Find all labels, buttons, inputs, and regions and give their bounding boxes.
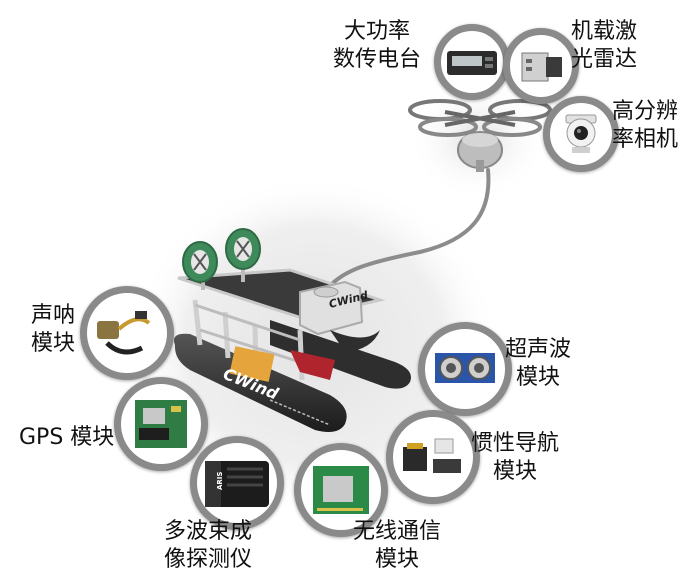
radio-modem-icon [447, 51, 497, 75]
label-camera: 高分辨 率相机 [612, 98, 678, 154]
unmanned-boat: CWind CWind [174, 228, 411, 432]
label-lidar-line1: 机载激 [571, 19, 638, 44]
label-lidar-line2: 光雷达 [571, 47, 638, 72]
label-wireless: 无线通信 模块 [353, 518, 441, 574]
label-multibeam-line2: 像探测仪 [164, 547, 253, 572]
label-radio-line2: 数传电台 [333, 47, 422, 72]
dome-camera-icon [565, 114, 597, 153]
lidar-sensor-icon [521, 52, 562, 82]
label-sonar-line2: 模块 [31, 331, 76, 356]
label-sonar-line1: 声呐 [31, 303, 76, 328]
label-multibeam-line1: 多波束成 [164, 519, 253, 544]
label-imu-line2: 模块 [493, 459, 538, 484]
label-lidar: 机载激 光雷达 [571, 18, 637, 74]
imu-unit-icon [403, 438, 461, 473]
label-ultrasonic-line1: 超声波 [505, 337, 572, 362]
ultrasonic-sensor-icon [435, 353, 495, 383]
radio-module-hub [434, 24, 510, 100]
gps-board-icon [135, 400, 187, 448]
lidar-module-hub [503, 28, 579, 104]
tethered-drone [408, 99, 552, 172]
label-sonar: 声呐 模块 [31, 302, 75, 358]
label-wireless-line1: 无线通信 [353, 519, 442, 544]
wireless-module-hub [294, 443, 388, 537]
sonar-module-hub [80, 286, 174, 380]
tether-cable [323, 168, 491, 294]
label-ultrasonic: 超声波 模块 [505, 336, 571, 392]
label-imu: 惯性导航 模块 [471, 430, 559, 486]
wireless-board-icon [313, 466, 369, 514]
label-ultrasonic-line2: 模块 [516, 365, 561, 390]
ultrasonic-module-hub [418, 322, 512, 416]
fan-right [225, 228, 261, 282]
label-multibeam: 多波束成 像探测仪 [164, 518, 252, 574]
label-gps: GPS 模块 [19, 424, 114, 452]
label-radio: 大功率 数传电台 [333, 18, 421, 74]
label-camera-line1: 高分辨 [612, 99, 679, 124]
label-camera-line2: 率相机 [612, 127, 679, 152]
camera-module-hub [543, 96, 619, 172]
label-radio-line1: 大功率 [344, 19, 411, 44]
fan-left [182, 241, 218, 290]
label-wireless-line2: 模块 [375, 547, 420, 572]
sonar-transducer-icon [97, 311, 151, 355]
multibeam-sonar-icon: ARIS [205, 461, 269, 507]
imu-module-hub [386, 410, 480, 504]
multibeam-brand-text: ARIS [216, 472, 224, 490]
gps-module-hub [114, 377, 208, 471]
multibeam-module-hub: ARIS [190, 436, 284, 530]
label-gps-line1: GPS 模块 [19, 425, 115, 450]
label-imu-line1: 惯性导航 [471, 431, 560, 456]
